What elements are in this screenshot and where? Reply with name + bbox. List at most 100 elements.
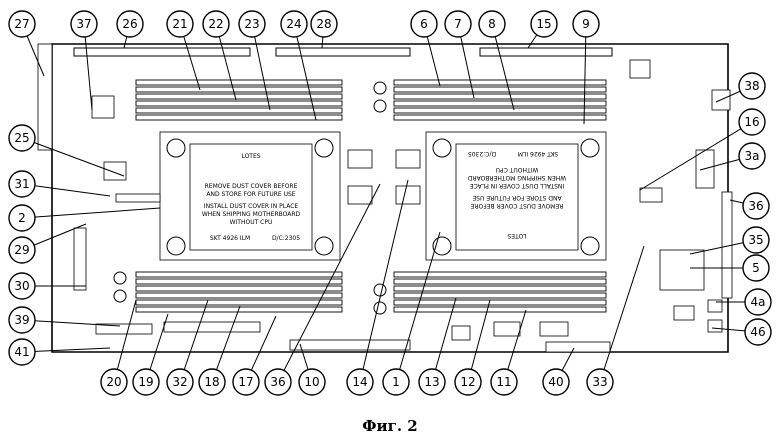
mount-hole (581, 237, 599, 255)
dimm-slot (136, 108, 342, 113)
mount-hole (315, 139, 333, 157)
callout-label: 20 (106, 375, 121, 389)
vrm (348, 150, 372, 168)
callout-label: 41 (14, 345, 29, 359)
dimm-slot (394, 94, 606, 99)
capacitor (374, 82, 386, 94)
left-side-connector (74, 228, 86, 290)
socket-left-note-3: INSTALL DUST COVER IN PLACE (204, 203, 299, 210)
callout-label: 37 (76, 17, 91, 31)
connector (164, 322, 260, 332)
dimm-slot (394, 115, 606, 120)
capacitor (114, 272, 126, 284)
socket-left: LOTES REMOVE DUST COVER BEFORE AND STORE… (160, 132, 340, 260)
capacitor (374, 302, 386, 314)
vrm (348, 186, 372, 204)
dimm-slot (136, 300, 342, 305)
callout-label: 23 (244, 17, 259, 31)
dimm-slot (394, 307, 606, 312)
socket-left-note-5: WITHOUT CPU (230, 219, 273, 226)
vrm (396, 186, 420, 204)
callout-label: 16 (744, 115, 759, 129)
capacitor (114, 290, 126, 302)
socket-right-note-2: AND STORE FOR FUTURE USE (472, 194, 561, 201)
vrm (396, 150, 420, 168)
dimm-slot (394, 87, 606, 92)
dimm-slot (394, 300, 606, 305)
figure-caption: Фиг. 2 (0, 417, 780, 435)
socket-left-note-4: WHEN SHIPPING MOTHERBOARD (202, 211, 301, 218)
callout-label: 1 (392, 375, 400, 389)
mount-hole (581, 139, 599, 157)
mount-hole (315, 237, 333, 255)
dimm-slot (394, 101, 606, 106)
callout-label: 36 (270, 375, 285, 389)
chip (640, 188, 662, 202)
dimm-slot (394, 272, 606, 277)
socket-right-note-4: WHEN SHIPPING MOTHERBOARD (467, 174, 566, 181)
dimm-slot (136, 293, 342, 298)
dimm-slot (136, 80, 342, 85)
socket-right-brand: LOTES (507, 232, 526, 239)
callout-label: 30 (14, 279, 29, 293)
callout-label: 18 (204, 375, 219, 389)
connector (546, 342, 610, 352)
socket-right-code: D/C:2305 (468, 150, 496, 157)
callout-label: 39 (14, 313, 29, 327)
socket-right-note-5: WITHOUT CPU (496, 166, 539, 173)
callout-label: 8 (488, 17, 496, 31)
chip (630, 60, 650, 78)
chip (674, 306, 694, 320)
callout-label: 14 (352, 375, 367, 389)
callout-label: 22 (208, 17, 223, 31)
callout-label: 15 (536, 17, 551, 31)
connector (116, 194, 160, 202)
callout-label: 2 (18, 211, 26, 225)
callout-label: 4a (751, 295, 766, 309)
callout-label: 10 (304, 375, 319, 389)
dimm-slot (136, 279, 342, 284)
left-edge-connector (38, 44, 52, 150)
dimm-slot (136, 87, 342, 92)
callout-label: 5 (752, 261, 760, 275)
callout-label: 29 (14, 243, 29, 257)
callout-label: 24 (286, 17, 301, 31)
socket-right-note-1: REMOVE DUST COVER BEFORE (470, 202, 563, 209)
bmc-chip (660, 250, 704, 290)
callout-label: 33 (592, 375, 607, 389)
socket-left-note-2: AND STORE FOR FUTURE USE (206, 191, 295, 198)
callout-label: 12 (460, 375, 475, 389)
callout-label: 31 (14, 177, 29, 191)
mount-hole (167, 237, 185, 255)
dimm-slot (136, 272, 342, 277)
callout-label: 36 (748, 199, 763, 213)
callout-label: 32 (172, 375, 187, 389)
chip (494, 322, 520, 336)
top-slots (74, 48, 612, 56)
mount-hole (433, 139, 451, 157)
dimm-slot (394, 80, 606, 85)
callout-label: 11 (496, 375, 511, 389)
chip (540, 322, 568, 336)
socket-left-brand: LOTES (241, 153, 260, 160)
callout-label: 7 (454, 17, 462, 31)
socket-left-code: D/C:2305 (272, 235, 300, 242)
callout-label: 9 (582, 17, 590, 31)
dimm-slot (136, 115, 342, 120)
dimm-slot (394, 286, 606, 291)
connector (290, 340, 410, 350)
chip (104, 162, 126, 180)
callout-label: 26 (122, 17, 137, 31)
callout-label: 19 (138, 375, 153, 389)
callout-label: 46 (750, 325, 765, 339)
capacitor (374, 100, 386, 112)
callout-label: 38 (744, 79, 759, 93)
callout-label: 13 (424, 375, 439, 389)
callout-label: 17 (238, 375, 253, 389)
chip (708, 320, 722, 332)
dimm-slot (394, 293, 606, 298)
callout-label: 40 (548, 375, 563, 389)
socket-left-note-1: REMOVE DUST COVER BEFORE (205, 183, 298, 190)
mount-hole (167, 139, 185, 157)
